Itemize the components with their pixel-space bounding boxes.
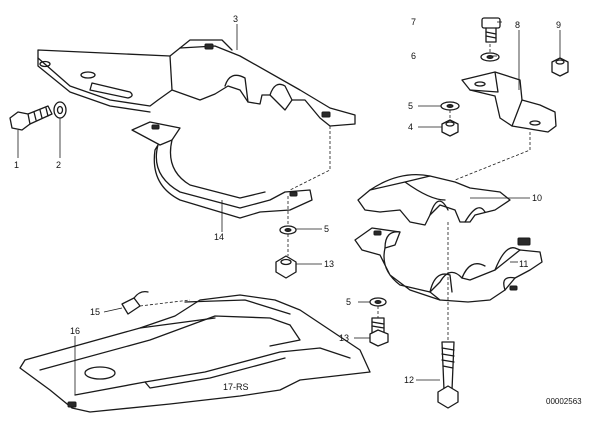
alignment-lines	[139, 44, 531, 340]
washer-part-5-middle	[279, 225, 297, 235]
nut-part-9	[551, 57, 569, 77]
callout-2: 2	[56, 160, 61, 170]
bolt-part-12	[437, 341, 459, 409]
callout-labels: 1 2 3 4 5 5 5 6 7 8 9 10 11 12 13 13 14 …	[14, 14, 582, 406]
callout-6: 6	[411, 51, 416, 61]
floor-plate-part-16	[19, 294, 371, 413]
callout-5-upper: 5	[408, 101, 413, 111]
washer-part-2	[53, 101, 67, 119]
callout-13-lower: 13	[339, 333, 349, 343]
upper-bracket-part-3	[37, 39, 356, 127]
callout-7: 7	[411, 17, 416, 27]
stud-part-13-lower	[369, 317, 389, 347]
washer-part-5-upper	[440, 101, 460, 111]
bolt-part-7	[481, 17, 501, 43]
callout-10: 10	[532, 193, 542, 203]
assembly-label: 17-RS	[223, 382, 249, 392]
callout-15: 15	[90, 307, 100, 317]
nut-part-13-middle	[275, 255, 297, 279]
callout-16: 16	[70, 326, 80, 336]
callout-3: 3	[233, 14, 238, 24]
callout-4: 4	[408, 122, 413, 132]
callout-11: 11	[519, 259, 528, 269]
callout-5-middle: 5	[324, 224, 329, 234]
leader-lines	[17, 21, 561, 395]
washer-part-6	[480, 52, 500, 62]
clip-part-15	[121, 290, 149, 315]
callout-5-lower: 5	[346, 297, 351, 307]
bolt-part-1	[9, 105, 53, 131]
reference-code: 00002563	[546, 397, 582, 406]
callout-14: 14	[214, 232, 224, 242]
clamp-assembly-parts-10-11	[354, 173, 543, 303]
nut-part-4	[441, 119, 459, 137]
callout-9: 9	[556, 20, 561, 30]
washer-part-5-lower	[369, 297, 387, 307]
callout-8: 8	[515, 20, 520, 30]
callout-13-middle: 13	[324, 259, 334, 269]
callout-12: 12	[404, 375, 414, 385]
small-bracket-part-8	[461, 71, 557, 133]
callout-1: 1	[14, 160, 19, 170]
lower-bracket-part-14	[131, 121, 313, 219]
